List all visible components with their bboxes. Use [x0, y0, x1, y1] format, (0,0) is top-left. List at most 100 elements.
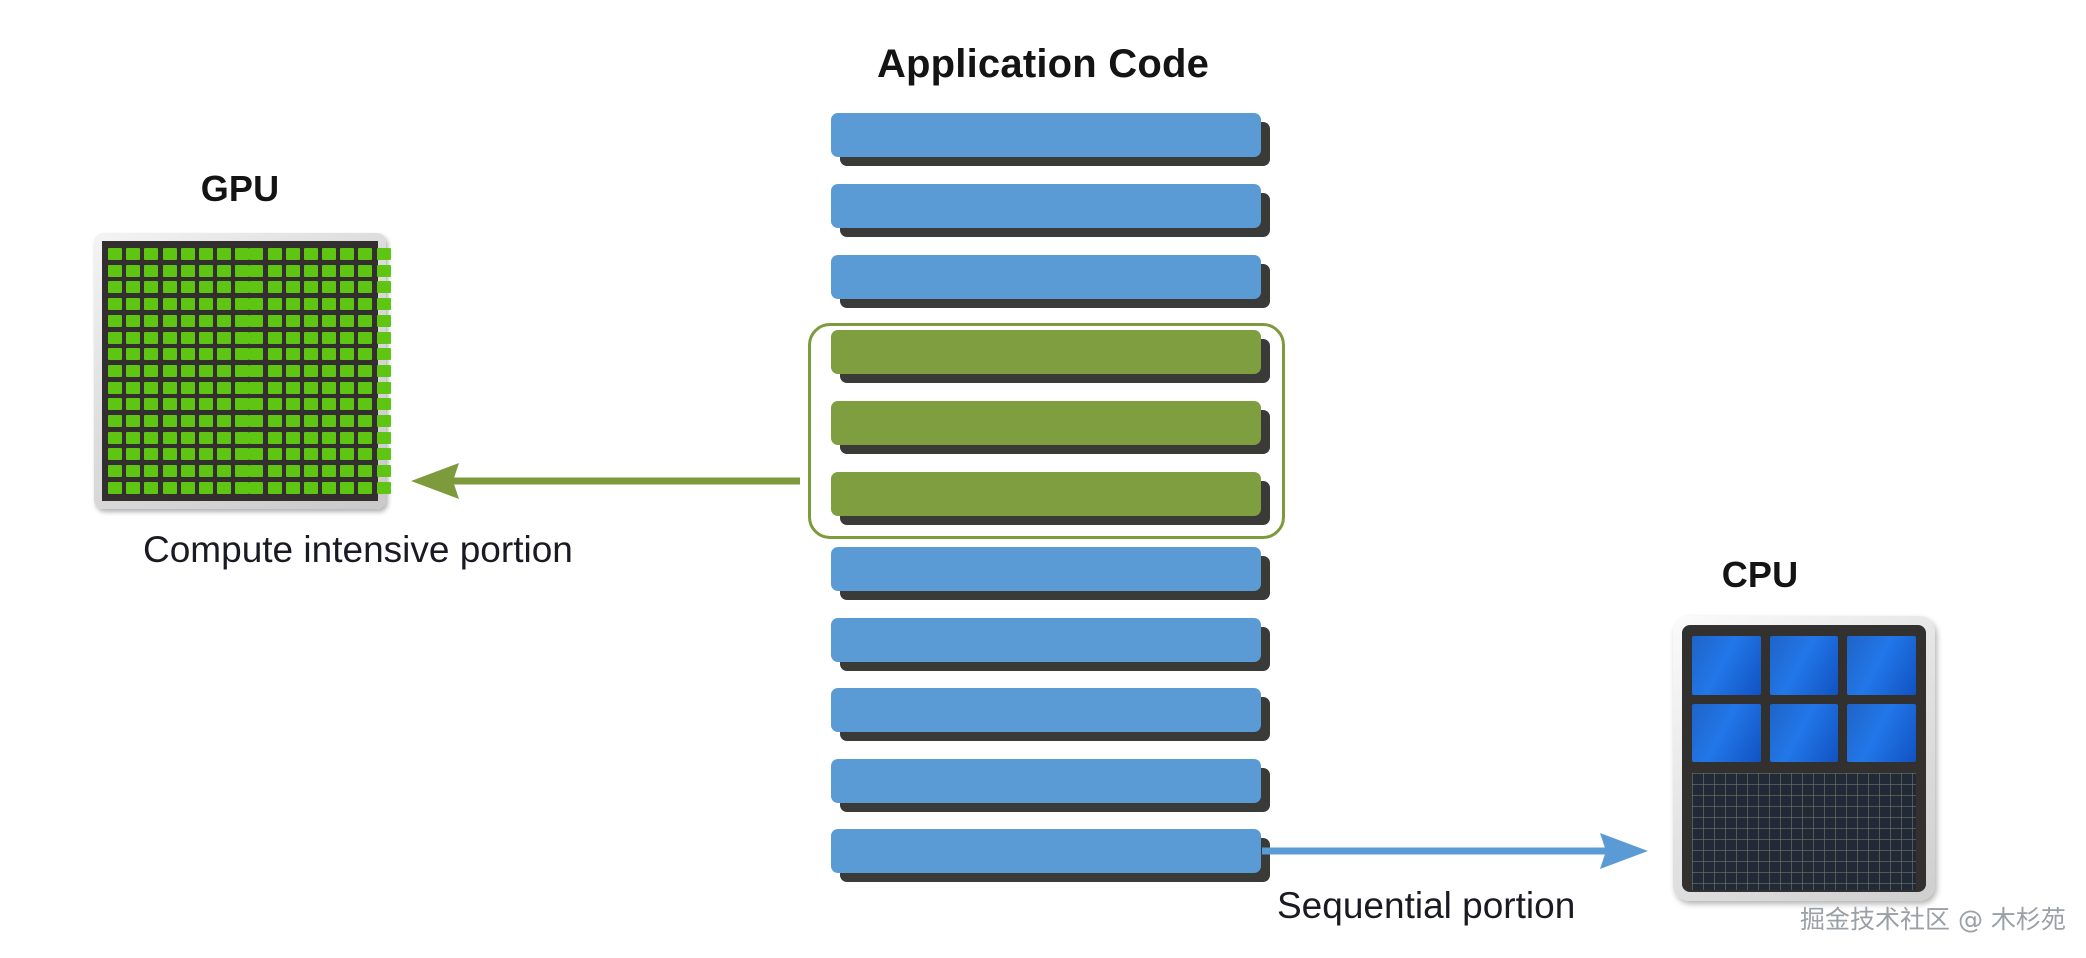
gpu-core-row — [108, 331, 391, 344]
gpu-core — [180, 465, 195, 478]
gpu-core — [217, 264, 232, 277]
code-bar-sequential-5[interactable] — [831, 618, 1261, 662]
gpu-core-row — [108, 398, 391, 411]
gpu-core — [376, 448, 391, 461]
gpu-core — [126, 431, 141, 444]
code-bar-sequential-8[interactable] — [831, 829, 1261, 873]
gpu-core-row — [108, 281, 391, 294]
gpu-core — [108, 348, 122, 361]
gpu-title: GPU — [200, 168, 280, 209]
gpu-core — [285, 465, 300, 478]
gpu-core — [198, 448, 213, 461]
gpu-core — [340, 314, 355, 327]
gpu-core — [144, 448, 159, 461]
gpu-core-group — [249, 331, 391, 344]
code-bar-sequential-3[interactable] — [831, 255, 1261, 299]
gpu-core — [235, 248, 250, 260]
gpu-core — [322, 465, 337, 478]
gpu-core — [285, 415, 300, 428]
gpu-core — [358, 381, 373, 394]
gpu-core — [267, 381, 282, 394]
code-bar-compute-3[interactable] — [831, 472, 1261, 516]
gpu-core — [322, 415, 337, 428]
gpu-core — [144, 364, 159, 377]
gpu-core — [285, 331, 300, 344]
gpu-core — [358, 364, 373, 377]
gpu-core — [376, 465, 391, 478]
gpu-core — [340, 348, 355, 361]
gpu-core — [198, 298, 213, 311]
gpu-core — [358, 431, 373, 444]
gpu-core — [235, 481, 250, 494]
gpu-core — [144, 465, 159, 478]
gpu-core — [358, 314, 373, 327]
watermark-text: 掘金技术社区 @ 木杉苑 — [1800, 905, 2066, 934]
gpu-core — [285, 314, 300, 327]
gpu-core — [249, 264, 264, 277]
gpu-core — [144, 264, 159, 277]
gpu-core — [285, 381, 300, 394]
gpu-core — [376, 264, 391, 277]
gpu-core — [285, 398, 300, 411]
gpu-core-row — [108, 431, 391, 444]
gpu-core — [180, 364, 195, 377]
code-bar-sequential-6[interactable] — [831, 688, 1261, 732]
gpu-core-group — [249, 348, 391, 361]
gpu-core — [144, 248, 159, 260]
gpu-core — [322, 264, 337, 277]
code-bar-sequential-2[interactable] — [831, 184, 1261, 228]
gpu-core — [249, 431, 264, 444]
gpu-core-group — [249, 415, 391, 428]
gpu-core — [267, 314, 282, 327]
gpu-core — [126, 248, 141, 260]
gpu-core — [267, 448, 282, 461]
gpu-arrow-icon — [411, 463, 800, 499]
code-bar-compute-1[interactable] — [831, 330, 1261, 374]
gpu-core — [249, 465, 264, 478]
gpu-core — [376, 281, 391, 294]
gpu-core — [108, 465, 122, 478]
gpu-core — [235, 431, 250, 444]
cpu-core-6 — [1847, 703, 1916, 762]
gpu-core — [217, 431, 232, 444]
gpu-core — [126, 465, 141, 478]
gpu-core — [217, 481, 232, 494]
gpu-core — [303, 431, 318, 444]
gpu-core — [303, 264, 318, 277]
gpu-core — [126, 398, 141, 411]
gpu-core — [376, 415, 391, 428]
gpu-core — [108, 381, 122, 394]
gpu-core — [249, 398, 264, 411]
gpu-core — [376, 298, 391, 311]
gpu-core — [340, 448, 355, 461]
gpu-core-row — [108, 364, 391, 377]
gpu-caption: Compute intensive portion — [143, 529, 573, 570]
gpu-core — [322, 448, 337, 461]
gpu-core — [285, 431, 300, 444]
gpu-core — [267, 398, 282, 411]
gpu-core — [198, 465, 213, 478]
gpu-core-group — [108, 331, 250, 344]
code-bar-sequential-1[interactable] — [831, 113, 1261, 157]
gpu-core — [144, 481, 159, 494]
gpu-core — [144, 331, 159, 344]
gpu-core — [303, 381, 318, 394]
gpu-core — [303, 481, 318, 494]
gpu-core — [162, 415, 177, 428]
code-bar-compute-2[interactable] — [831, 401, 1261, 445]
gpu-core — [358, 415, 373, 428]
code-bar-sequential-7[interactable] — [831, 759, 1261, 803]
gpu-core — [162, 248, 177, 260]
gpu-core — [108, 415, 122, 428]
gpu-core — [303, 281, 318, 294]
gpu-core — [198, 348, 213, 361]
gpu-core — [144, 398, 159, 411]
gpu-core — [198, 281, 213, 294]
gpu-core — [235, 348, 250, 361]
gpu-core — [198, 248, 213, 260]
gpu-core — [322, 348, 337, 361]
gpu-core — [249, 415, 264, 428]
code-bar-sequential-4[interactable] — [831, 547, 1261, 591]
gpu-core — [108, 298, 122, 311]
gpu-core-row — [108, 481, 391, 494]
